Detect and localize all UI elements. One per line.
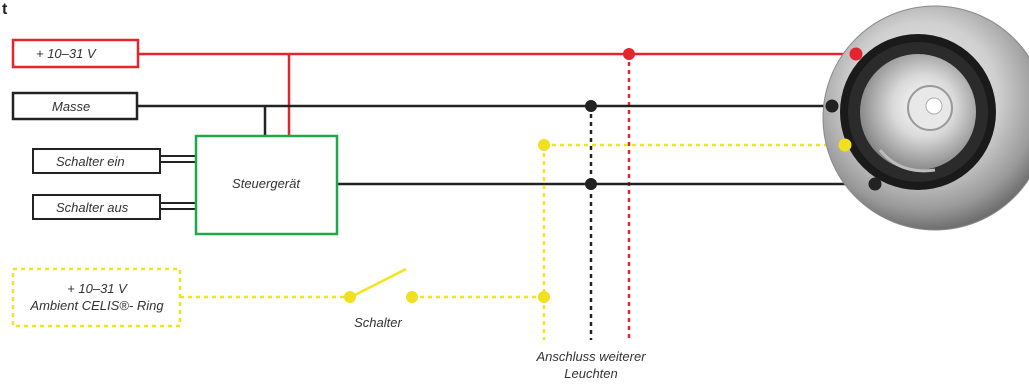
ground-label: Masse (52, 99, 90, 114)
switch-off-label: Schalter aus (56, 200, 129, 215)
ground-wiring (137, 100, 832, 340)
power-wiring (138, 48, 856, 340)
ambient-node-top (538, 139, 550, 151)
ambient-label-line1: + 10–31 V (67, 281, 128, 296)
switch-contact-right (406, 291, 418, 303)
switch-off-box (32, 194, 161, 220)
fixture-ground-node (825, 99, 839, 113)
power-box (11, 38, 140, 69)
ground-node (585, 100, 597, 112)
switch-input-wiring (160, 155, 196, 210)
controller-output-wiring (337, 178, 875, 190)
switch-on-label: Schalter ein (56, 154, 125, 169)
power-label: + 10–31 V (36, 46, 97, 61)
fixture-ambient-node (838, 138, 852, 152)
switch-contact-left (344, 291, 356, 303)
ambient-label-line2: Ambient CELIS®- Ring (29, 298, 164, 313)
ambient-wiring (180, 143, 845, 340)
controller-label: Steuergerät (232, 176, 301, 191)
controller-box (194, 134, 339, 236)
ground-box (11, 91, 139, 121)
ambient-node-bottom (538, 291, 550, 303)
recessed-light-icon (822, 5, 1029, 231)
ambient-box (11, 267, 182, 328)
power-node (623, 48, 635, 60)
fixture-power-node (849, 47, 863, 61)
switch-on-box (32, 148, 161, 174)
more-lights-label-line2: Leuchten (564, 366, 618, 381)
output-node (585, 178, 597, 190)
corner-text: t (2, 1, 8, 18)
switch-lever (352, 267, 407, 298)
more-lights-label-line1: Anschluss weiterer (535, 349, 646, 364)
switch-label: Schalter (354, 315, 402, 330)
fixture-control-node (868, 177, 882, 191)
